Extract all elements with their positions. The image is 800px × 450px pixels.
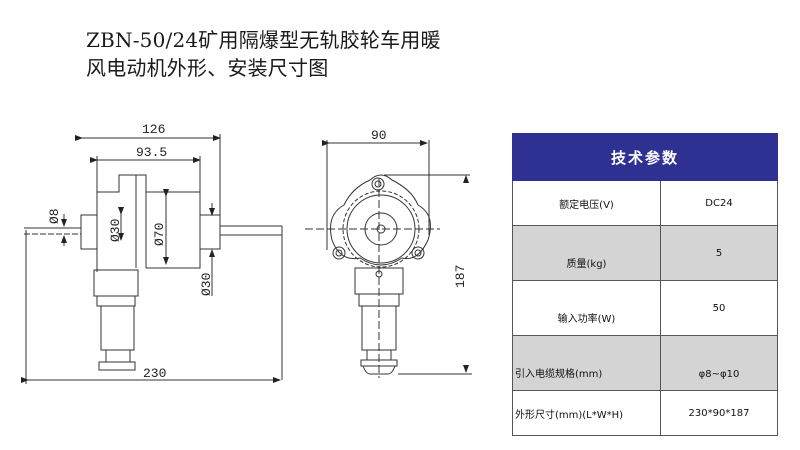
title-line-2: 风电动机外形、安装尺寸图 [86,56,329,80]
side-view [305,140,472,378]
spec-label-power: 输入功率(W) [512,280,661,336]
spec-table: 技术参数 额定电压(V) DC24 质量(kg) 5 输入功率(W) 50 引入… [512,133,778,436]
table-row: 外形尺寸(mm)(L*W*H) 230*90*187 [512,390,778,436]
spec-label-mass: 质量(kg) [512,225,661,281]
dim-93-5: 93.5 [136,145,167,160]
dim-126: 126 [142,122,165,137]
spec-label-voltage: 额定电压(V) [512,180,661,226]
front-view [21,134,283,384]
dim-body-dia: Ø70 [152,223,167,246]
title-line-1: ZBN-50/24矿用隔爆型无轨胶轮车用暖 [86,28,441,52]
spec-value-voltage: DC24 [660,180,778,226]
spec-label-cable: 引入电缆规格(mm) [512,335,661,391]
front-view-labels: 126 93.5 Ø8 Ø30 Ø70 Ø30 230 [47,122,214,381]
spec-value-cable: φ8~φ10 [660,335,778,391]
spec-label-dimensions: 外形尺寸(mm)(L*W*H) [512,390,661,436]
table-row: 额定电压(V) DC24 [512,180,778,226]
spec-value-dimensions: 230*90*187 [660,390,778,436]
table-row: 质量(kg) 5 [512,225,778,281]
dim-187: 187 [453,265,468,288]
dim-right-hub-dia: Ø30 [199,273,214,296]
table-row: 引入电缆规格(mm) φ8~φ10 [512,335,778,391]
dim-90: 90 [371,128,387,143]
table-row: 输入功率(W) 50 [512,280,778,336]
dim-230: 230 [143,366,166,381]
side-view-labels: 90 187 [371,128,468,288]
dim-shaft-dia: Ø8 [47,208,62,224]
spec-value-power: 50 [660,280,778,336]
dim-hub-dia: Ø30 [108,219,123,242]
drawing-title: ZBN-50/24矿用隔爆型无轨胶轮车用暖 风电动机外形、安装尺寸图 [86,26,486,82]
spec-table-header: 技术参数 [512,133,778,181]
spec-value-mass: 5 [660,225,778,281]
